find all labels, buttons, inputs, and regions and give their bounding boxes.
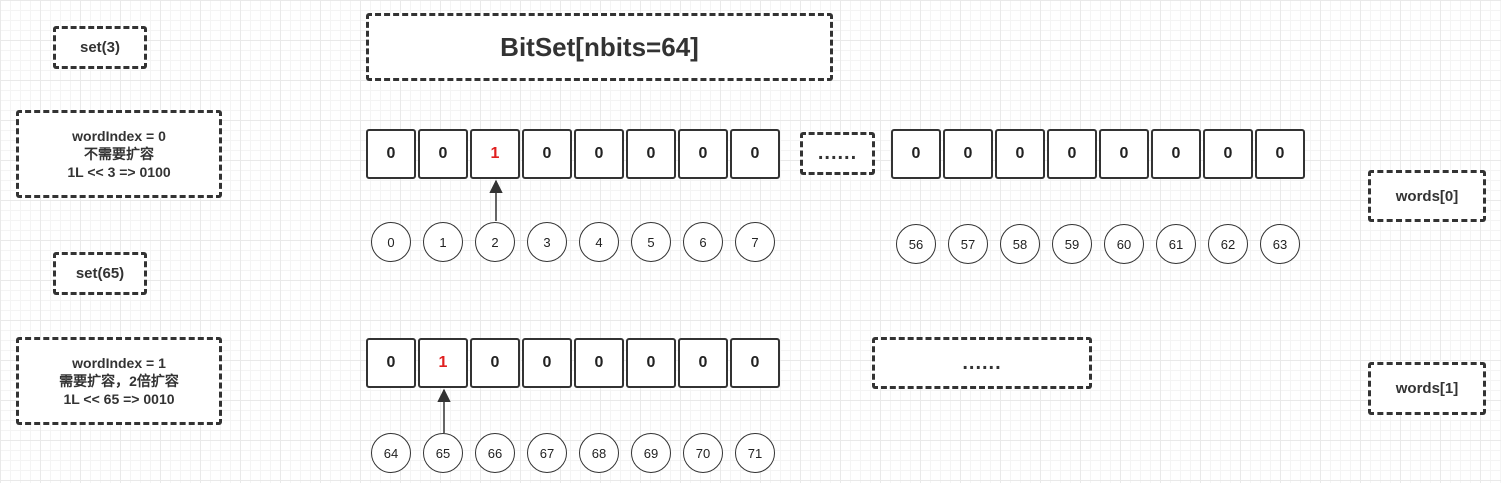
bit-index-circle: 6	[683, 222, 723, 262]
bit-index-circle: 60	[1104, 224, 1144, 264]
set-3-call: set(3)	[53, 26, 147, 69]
bit-index-circle: 61	[1156, 224, 1196, 264]
bit-index-circle: 71	[735, 433, 775, 473]
bit-index-circle: 66	[475, 433, 515, 473]
bit-cell: 1	[418, 338, 468, 388]
bit-cell: 0	[1099, 129, 1149, 179]
note-line: 1L << 3 => 0100	[67, 164, 171, 180]
bit-index-circle: 4	[579, 222, 619, 262]
bit-index-circle: 59	[1052, 224, 1092, 264]
bit-index-circle: 5	[631, 222, 671, 262]
note-line: 1L << 65 => 0010	[63, 391, 175, 407]
bit-cell: 0	[470, 338, 520, 388]
bit-index-circle: 63	[1260, 224, 1300, 264]
bit-cell: 0	[995, 129, 1045, 179]
bit-index-circle: 67	[527, 433, 567, 473]
bit-index-circle: 68	[579, 433, 619, 473]
word-index-0-note: wordIndex = 0 不需要扩容 1L << 3 => 0100	[16, 110, 222, 198]
note-line: wordIndex = 0	[72, 128, 166, 144]
bit-cell: 0	[366, 129, 416, 179]
bit-index-circle: 7	[735, 222, 775, 262]
word-index-1-note: wordIndex = 1 需要扩容，2倍扩容 1L << 65 => 0010	[16, 337, 222, 425]
bit-cell: 0	[678, 338, 728, 388]
bit-index-circle: 70	[683, 433, 723, 473]
bit-index-circle: 69	[631, 433, 671, 473]
bit-cell: 0	[1151, 129, 1201, 179]
bit-index-circle: 3	[527, 222, 567, 262]
bit-index-circle: 0	[371, 222, 411, 262]
bit-cell: 0	[678, 129, 728, 179]
set-65-call: set(65)	[53, 252, 147, 295]
bit-cell: 0	[418, 129, 468, 179]
note-line: wordIndex = 1	[72, 355, 166, 371]
bit-cell: 0	[522, 338, 572, 388]
word1-ellipsis: ......	[872, 337, 1092, 389]
bit-cell: 0	[366, 338, 416, 388]
bit-cell: 0	[574, 129, 624, 179]
bit-index-circle: 2	[475, 222, 515, 262]
words-1-label: words[1]	[1368, 362, 1486, 415]
words-0-label: words[0]	[1368, 170, 1486, 222]
bit-cell: 0	[1255, 129, 1305, 179]
bit-index-circle: 64	[371, 433, 411, 473]
word0-ellipsis: ......	[800, 132, 875, 175]
bitset-title: BitSet[nbits=64]	[366, 13, 833, 81]
bit-cell: 0	[1047, 129, 1097, 179]
note-line: 不需要扩容	[84, 146, 154, 162]
bit-cell: 0	[522, 129, 572, 179]
bit-index-circle: 57	[948, 224, 988, 264]
bit-cell: 0	[626, 338, 676, 388]
bit-cell: 0	[891, 129, 941, 179]
bit-cell: 0	[1203, 129, 1253, 179]
bit-index-circle: 62	[1208, 224, 1248, 264]
bit-cell: 0	[943, 129, 993, 179]
bit-index-circle: 56	[896, 224, 936, 264]
bit-cell: 0	[730, 338, 780, 388]
bit-cell: 0	[626, 129, 676, 179]
bit-cell: 1	[470, 129, 520, 179]
bit-cell: 0	[730, 129, 780, 179]
note-line: 需要扩容，2倍扩容	[59, 373, 179, 389]
bit-index-circle: 1	[423, 222, 463, 262]
bit-cell: 0	[574, 338, 624, 388]
bit-index-circle: 58	[1000, 224, 1040, 264]
bit-index-circle: 65	[423, 433, 463, 473]
